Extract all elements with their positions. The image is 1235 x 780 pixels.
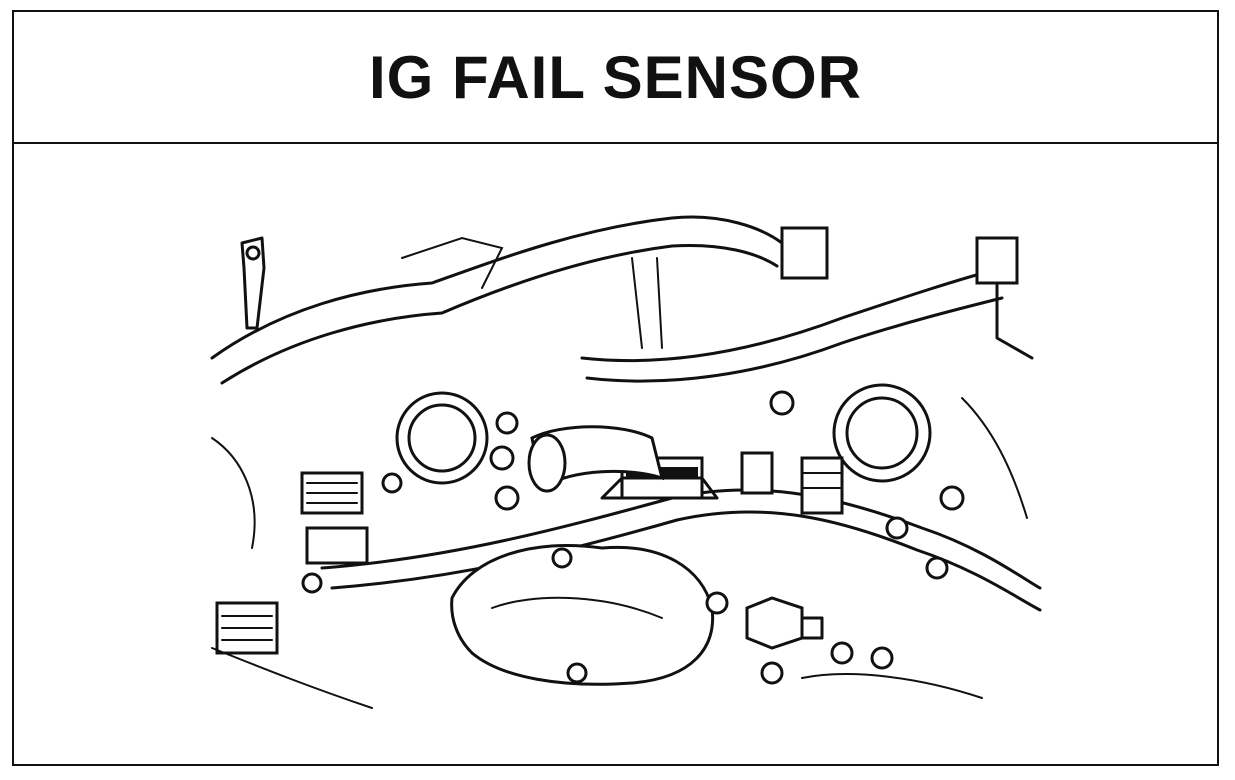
engine-illustration	[202, 198, 1042, 718]
right-sensor-ribs	[801, 472, 843, 489]
bolt	[760, 661, 784, 685]
bolt	[566, 662, 588, 684]
dipstick	[240, 236, 266, 330]
bolt	[870, 646, 894, 670]
bolt	[769, 390, 795, 416]
upper-hose-outline	[220, 243, 779, 385]
bolt	[301, 572, 323, 594]
throttle-body	[450, 544, 715, 686]
elbow-pipe-mouth	[527, 433, 567, 493]
hex-fitting-nozzle	[800, 616, 824, 640]
upper-hose	[210, 215, 784, 360]
title-bar: IG FAIL SENSOR	[14, 12, 1217, 144]
diagram-frame: IG FAIL SENSOR	[12, 10, 1219, 766]
upper-left-bracket	[401, 236, 504, 289]
left-edge-detail	[211, 437, 256, 549]
diagram-title: IG FAIL SENSOR	[369, 43, 862, 111]
right-port-inner	[845, 396, 919, 470]
left-connector-lower	[305, 526, 369, 565]
bottom-right-detail	[801, 673, 983, 699]
left-port-inner	[407, 403, 477, 473]
right-edge-detail	[961, 397, 1028, 519]
bolt	[939, 485, 965, 511]
bolt	[885, 516, 909, 540]
mid-hose-outline	[585, 296, 1004, 383]
upper-right-connector	[780, 226, 829, 280]
center-right-plug	[740, 451, 774, 495]
hex-fitting	[745, 596, 804, 650]
bolt	[494, 485, 520, 511]
bolt	[830, 641, 854, 665]
bolt	[705, 591, 729, 615]
bolt	[489, 445, 515, 471]
far-right-wire	[995, 281, 1034, 360]
bottom-left-detail	[211, 647, 373, 709]
throttle-body-detail	[491, 596, 663, 619]
bolt	[925, 556, 949, 580]
dipstick-loop	[245, 245, 261, 261]
bolt	[381, 472, 403, 494]
right-sensor	[800, 456, 844, 515]
bolt	[495, 411, 519, 435]
center-post	[631, 257, 663, 349]
engine-line-drawing	[210, 215, 1042, 709]
bottom-left-connector-ribs	[221, 615, 273, 641]
far-right-connector	[975, 236, 1019, 285]
left-connector-upper-ribs	[306, 482, 358, 504]
bolt	[551, 547, 573, 569]
mid-hose	[580, 266, 1004, 363]
ig-fail-sensor-mount	[600, 476, 719, 500]
